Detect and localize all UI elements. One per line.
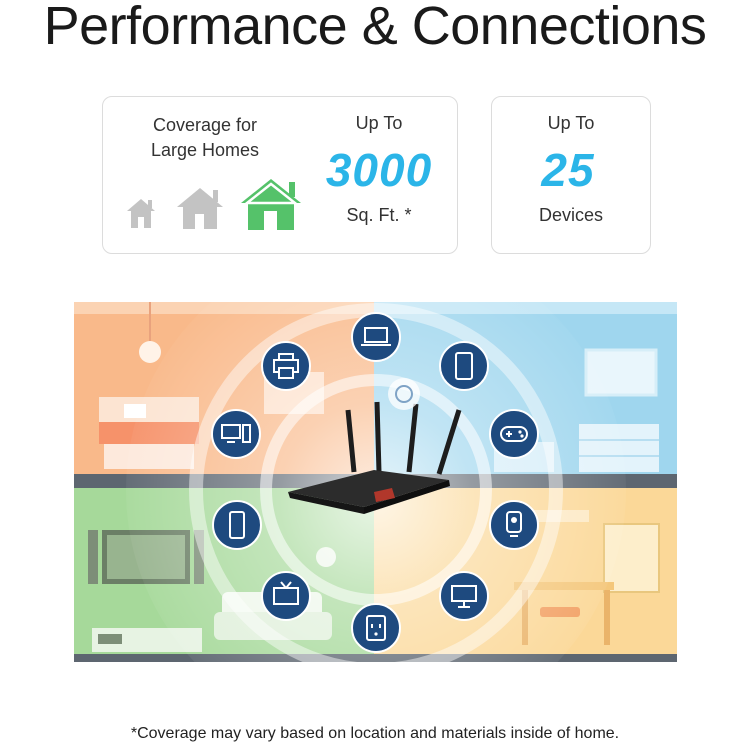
coverage-unit: Sq. Ft. * (346, 205, 412, 225)
router-icon (288, 401, 462, 514)
devices-value: 25 (541, 144, 595, 196)
devices-upto: Up To (547, 113, 595, 133)
coverage-footnote: *Coverage may vary based on location and… (130, 725, 620, 742)
laptop-icon (351, 312, 401, 362)
printer-icon (261, 341, 311, 391)
devices-card: Up To 25 Devices (491, 96, 651, 254)
home-coverage-illustration (74, 302, 677, 662)
house-icons-row (127, 179, 301, 230)
coverage-label: Coverage for Large Homes (125, 113, 285, 163)
coverage-value: 3000 (325, 144, 433, 196)
house-medium-gray-icon (177, 188, 223, 229)
tv-icon (261, 571, 311, 621)
game-controller-icon (489, 409, 539, 459)
phone-icon (212, 500, 262, 550)
house-small-gray-icon (127, 199, 155, 228)
monitor-icon (439, 571, 489, 621)
security-camera-icon (489, 500, 539, 550)
house-large-green-icon (241, 179, 301, 230)
coverage-upto: Up To (355, 113, 403, 133)
coverage-card: Coverage for Large Homes Up To 3000 Sq. … (102, 96, 458, 254)
computer-icon (211, 409, 261, 459)
coverage-label-line2: Large Homes (150, 140, 260, 160)
devices-unit: Devices (538, 205, 604, 225)
smart-speaker-icon (388, 378, 420, 410)
smart-plug-icon (351, 603, 401, 653)
page-title: Performance & Connections (43, 0, 707, 56)
coverage-label-line1: Coverage for (152, 115, 258, 135)
tablet-icon (439, 341, 489, 391)
